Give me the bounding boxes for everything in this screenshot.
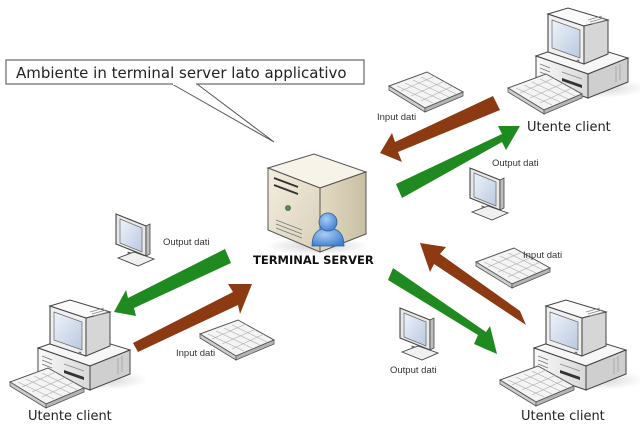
arrow-input-top-right	[380, 96, 500, 162]
output-label: Output dati	[163, 237, 209, 248]
callout-pointer	[171, 83, 275, 143]
callout-box	[5, 59, 365, 85]
monitor-icon	[399, 307, 439, 361]
client-label: Utente client	[527, 120, 611, 135]
keyboard-icon	[388, 71, 464, 113]
arrow-output-bottom-right	[388, 268, 497, 354]
output-label: Output dati	[390, 365, 436, 376]
client-label: Utente client	[521, 409, 605, 424]
arrow-output-top-right	[396, 126, 520, 198]
arrow-input-bottom-left	[133, 284, 252, 352]
client-top-right: Input dati Output dati Utente client	[377, 7, 640, 221]
arrow-output-bottom-left	[114, 249, 231, 316]
output-label: Output dati	[492, 158, 538, 169]
input-label: Input dati	[176, 348, 215, 359]
client-label: Utente client	[28, 409, 112, 424]
callout: Ambiente in terminal server lato applica…	[5, 59, 365, 143]
client-bottom-left: Output dati Input dati Utente client	[9, 213, 275, 424]
user-icon	[311, 212, 345, 247]
monitor-icon	[469, 167, 509, 221]
callout-text: Ambiente in terminal server lato applica…	[16, 64, 347, 82]
client-bottom-right: Input dati Output dati Utente client	[390, 247, 640, 424]
server-label: TERMINAL SERVER	[253, 253, 374, 267]
input-label: Input dati	[377, 112, 416, 123]
terminal-server	[266, 153, 370, 255]
monitor-icon	[115, 213, 155, 267]
arrow-input-bottom-right	[420, 243, 526, 325]
input-label: Input dati	[523, 250, 562, 261]
